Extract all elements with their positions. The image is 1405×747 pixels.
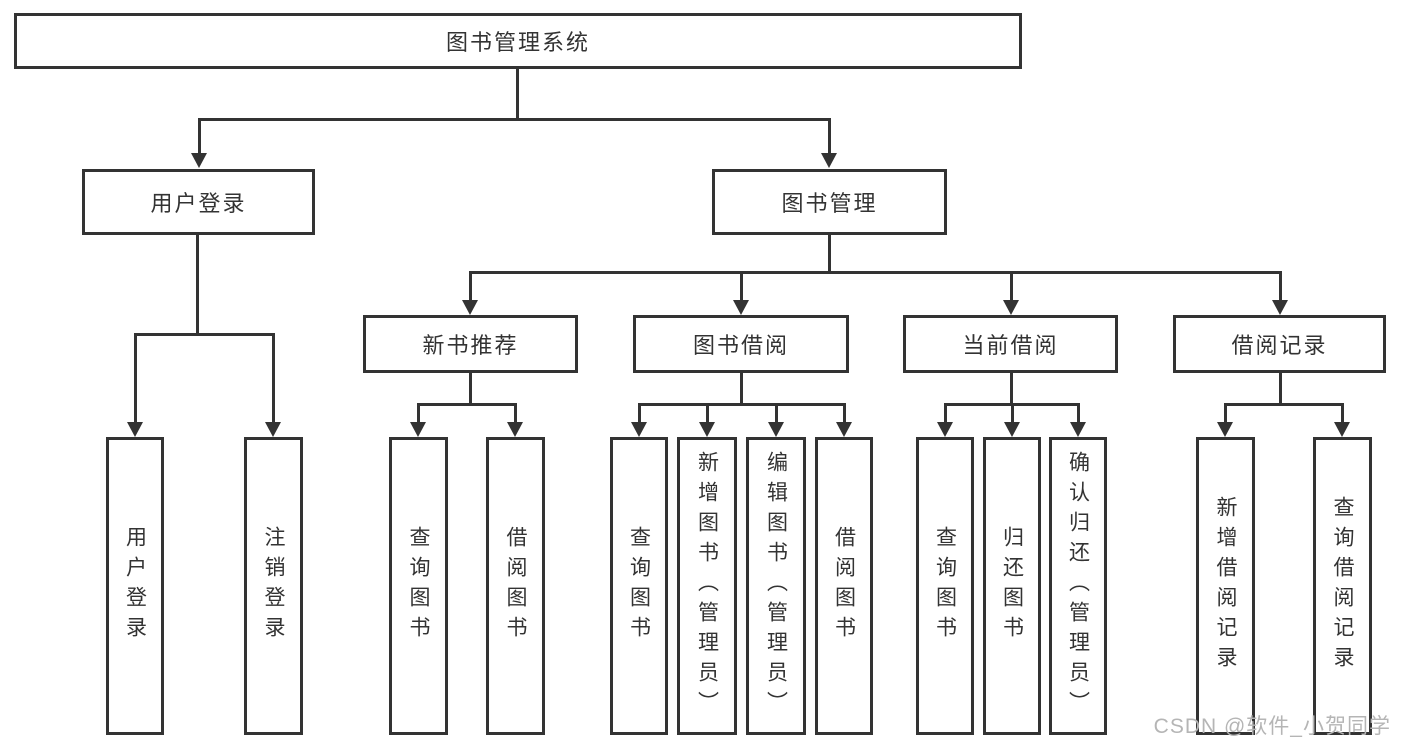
connector-line bbox=[828, 118, 831, 155]
node-book-management: 图书管理 bbox=[712, 169, 947, 235]
leaf-query-borrow-record: 查询借阅记录 bbox=[1313, 437, 1372, 735]
node-book-borrowing: 图书借阅 bbox=[633, 315, 849, 373]
arrow-down-icon bbox=[1070, 422, 1086, 437]
connector-line bbox=[1341, 403, 1344, 424]
connector-line bbox=[272, 333, 275, 423]
arrow-down-icon bbox=[937, 422, 953, 437]
arrow-down-icon bbox=[821, 153, 837, 168]
connector-line bbox=[418, 403, 517, 406]
connector-line bbox=[1279, 271, 1282, 302]
leaf-query-books: 查询图书 bbox=[916, 437, 974, 735]
connector-line bbox=[638, 403, 641, 424]
leaf-return-books: 归还图书 bbox=[983, 437, 1041, 735]
arrow-down-icon bbox=[699, 422, 715, 437]
connector-line bbox=[1010, 373, 1013, 406]
node-new-book-recommendation: 新书推荐 bbox=[363, 315, 578, 373]
leaf-add-borrow-record: 新增借阅记录 bbox=[1196, 437, 1255, 735]
arrow-down-icon bbox=[836, 422, 852, 437]
arrow-down-icon bbox=[410, 422, 426, 437]
arrow-down-icon bbox=[631, 422, 647, 437]
connector-line bbox=[196, 235, 199, 335]
connector-line bbox=[469, 271, 472, 302]
connector-line bbox=[638, 403, 845, 406]
connector-line bbox=[706, 403, 709, 424]
connector-line bbox=[198, 118, 831, 121]
leaf-add-books-admin: 新增图书（管理员） bbox=[677, 437, 737, 735]
connector-line bbox=[740, 373, 743, 406]
arrow-down-icon bbox=[1004, 422, 1020, 437]
arrow-down-icon bbox=[1272, 300, 1288, 315]
arrow-down-icon bbox=[265, 422, 281, 437]
arrow-down-icon bbox=[768, 422, 784, 437]
leaf-query-books: 查询图书 bbox=[610, 437, 668, 735]
arrow-down-icon bbox=[191, 153, 207, 168]
node-current-borrowing: 当前借阅 bbox=[903, 315, 1118, 373]
connector-line bbox=[1279, 373, 1282, 406]
connector-line bbox=[417, 403, 420, 424]
connector-line bbox=[134, 333, 137, 423]
arrow-down-icon bbox=[127, 422, 143, 437]
leaf-edit-books-admin: 编辑图书（管理员） bbox=[746, 437, 806, 735]
arrow-down-icon bbox=[733, 300, 749, 315]
connector-line bbox=[198, 118, 201, 155]
connector-line bbox=[740, 271, 743, 302]
connector-line bbox=[1010, 271, 1013, 302]
connector-line bbox=[1224, 403, 1227, 424]
arrow-down-icon bbox=[1217, 422, 1233, 437]
connector-line bbox=[134, 333, 275, 336]
leaf-user-login: 用户登录 bbox=[106, 437, 164, 735]
leaf-query-books: 查询图书 bbox=[389, 437, 448, 735]
connector-line bbox=[1077, 403, 1080, 424]
node-root-system: 图书管理系统 bbox=[14, 13, 1022, 69]
leaf-logout: 注销登录 bbox=[244, 437, 303, 735]
connector-line bbox=[775, 403, 778, 424]
arrow-down-icon bbox=[462, 300, 478, 315]
leaf-confirm-return-admin: 确认归还（管理员） bbox=[1049, 437, 1107, 735]
node-borrowing-records: 借阅记录 bbox=[1173, 315, 1386, 373]
node-user-login: 用户登录 bbox=[82, 169, 315, 235]
leaf-borrow-books: 借阅图书 bbox=[486, 437, 545, 735]
connector-line bbox=[516, 68, 519, 120]
leaf-borrow-books: 借阅图书 bbox=[815, 437, 873, 735]
connector-line bbox=[828, 235, 831, 274]
connector-line bbox=[469, 373, 472, 406]
arrow-down-icon bbox=[1334, 422, 1350, 437]
arrow-down-icon bbox=[1003, 300, 1019, 315]
csdn-watermark: CSDN @软件_小贺同学 bbox=[1153, 715, 1391, 738]
connector-line bbox=[469, 271, 1282, 274]
connector-line bbox=[1011, 403, 1014, 424]
connector-line bbox=[514, 403, 517, 424]
connector-line bbox=[944, 403, 947, 424]
connector-line bbox=[1225, 403, 1344, 406]
connector-line bbox=[843, 403, 846, 424]
arrow-down-icon bbox=[507, 422, 523, 437]
